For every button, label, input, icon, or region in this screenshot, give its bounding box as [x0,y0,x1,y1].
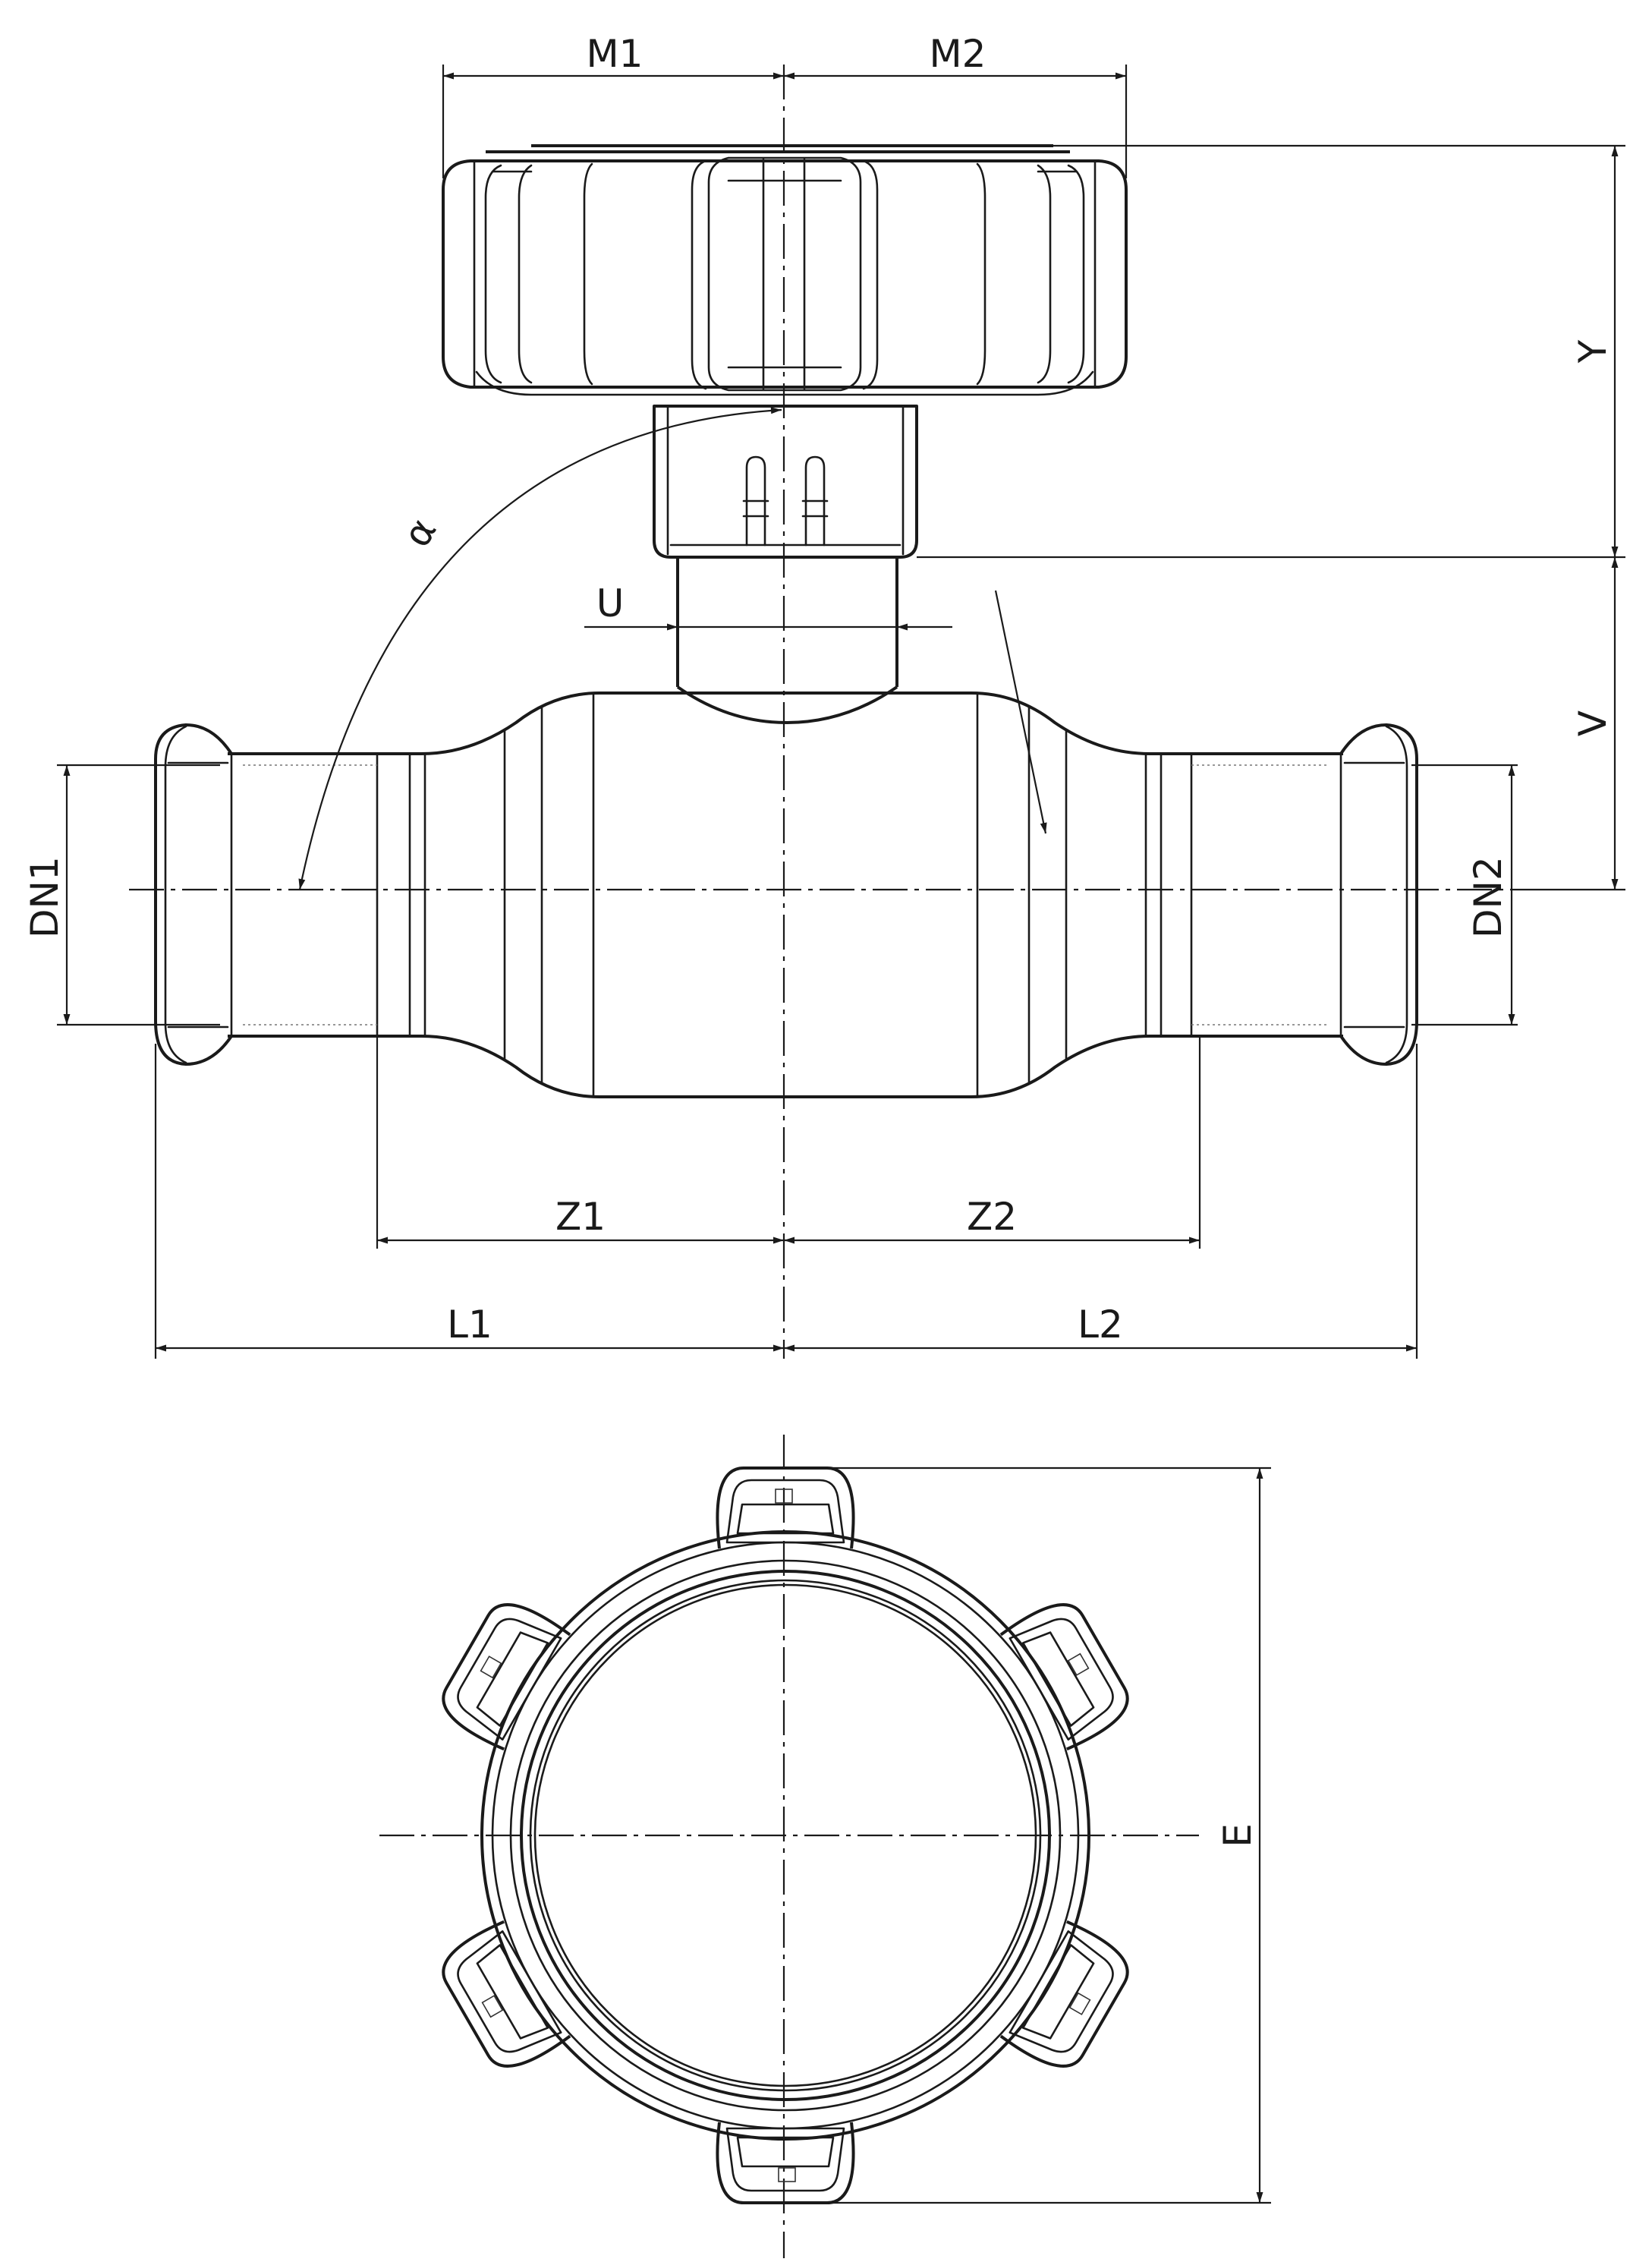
handwheel-top [480,1530,1090,2141]
lug-upper-right [999,1603,1129,1751]
valve-body [228,685,1343,1098]
dimension-label-dn2: DN2 [1466,856,1510,938]
lug-lower-right [999,1920,1129,2068]
dimension-label-dn1: DN1 [23,856,67,938]
dimension-label-z1: Z1 [555,1195,606,1239]
dimension-label-v: V [1571,710,1615,736]
dimension-e: E [827,1467,1271,2204]
stem-bonnet [653,405,918,687]
lug-upper-left [442,1603,571,1751]
right-press-fitting [1190,723,1418,1066]
handwheel-lugs [442,1467,1129,2204]
dimension-label-e: E [1216,1823,1260,1848]
dimension-label-z2: Z2 [967,1195,1017,1239]
dimensions: M1 M2 Y V U α DN1 [23,32,1625,1359]
dimension-label-m2: M2 [930,32,986,76]
side-view: M1 M2 Y V U α DN1 [23,32,1625,1359]
lug-bottom [716,2122,855,2204]
left-press-fitting [154,723,379,1066]
handwheel [442,144,1128,396]
angle-label-alpha: α [395,511,445,555]
dimension-label-m1: M1 [587,32,643,76]
dimension-label-u: U [596,581,625,625]
top-view: E [379,1435,1271,2258]
lug-lower-left [442,1920,571,2068]
dimension-label-l1: L1 [447,1303,492,1347]
dimension-label-y: Y [1571,339,1615,364]
dimension-label-l2: L2 [1078,1303,1123,1347]
lug-top [716,1467,855,1549]
